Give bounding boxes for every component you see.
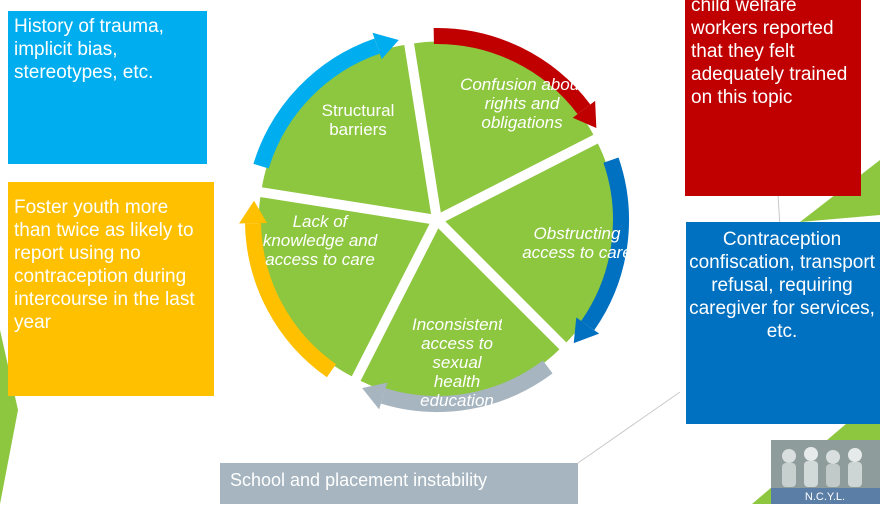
wedge-label-obstructing: Obstructing access to care [522, 224, 632, 262]
callout-foster-youth-statistic: Foster youth more than twice as likely t… [8, 182, 214, 396]
children-silhouettes-icon: N.C.Y.L. [771, 440, 880, 504]
cycle-arrow-0 [253, 38, 380, 169]
cycle-arrow-3 [380, 360, 553, 412]
wedge-label-lack-of-knowledge: Lack of knowledge and access to care [262, 212, 378, 269]
callout-contraception-obstruction: Contraception confiscation, transport re… [686, 222, 880, 424]
cycle-arrowhead-4 [239, 200, 268, 224]
wedge-label-structural-barriers: Structural barriers [321, 101, 395, 139]
callout-school-instability: School and placement instability [220, 463, 578, 504]
decorative-green-sliver-left [0, 330, 18, 504]
logo-text: N.C.Y.L. [805, 491, 845, 503]
callout-worker-training: child welfare workers reported that they… [685, 0, 861, 196]
wedge-label-confusion: Confusion about rights and obligations [460, 75, 584, 132]
callout-history-of-trauma: History of trauma, implicit bias, stereo… [8, 11, 207, 164]
cycle-arrowhead-2 [573, 317, 600, 344]
cycle-arrow-2 [581, 157, 629, 331]
logo-photo-thumbnail: N.C.Y.L. [771, 440, 880, 504]
cycle-arrow-4 [245, 223, 337, 378]
cycle-arrowhead-1 [572, 100, 597, 128]
wedge-label-inconsistent: Inconsistent access to sexual health edu… [412, 315, 502, 410]
cycle-arrowhead-3 [362, 382, 388, 410]
cycle-arrow-1 [433, 28, 591, 115]
connector-line-bottom [577, 391, 681, 464]
cycle-arrowhead-0 [372, 32, 399, 60]
